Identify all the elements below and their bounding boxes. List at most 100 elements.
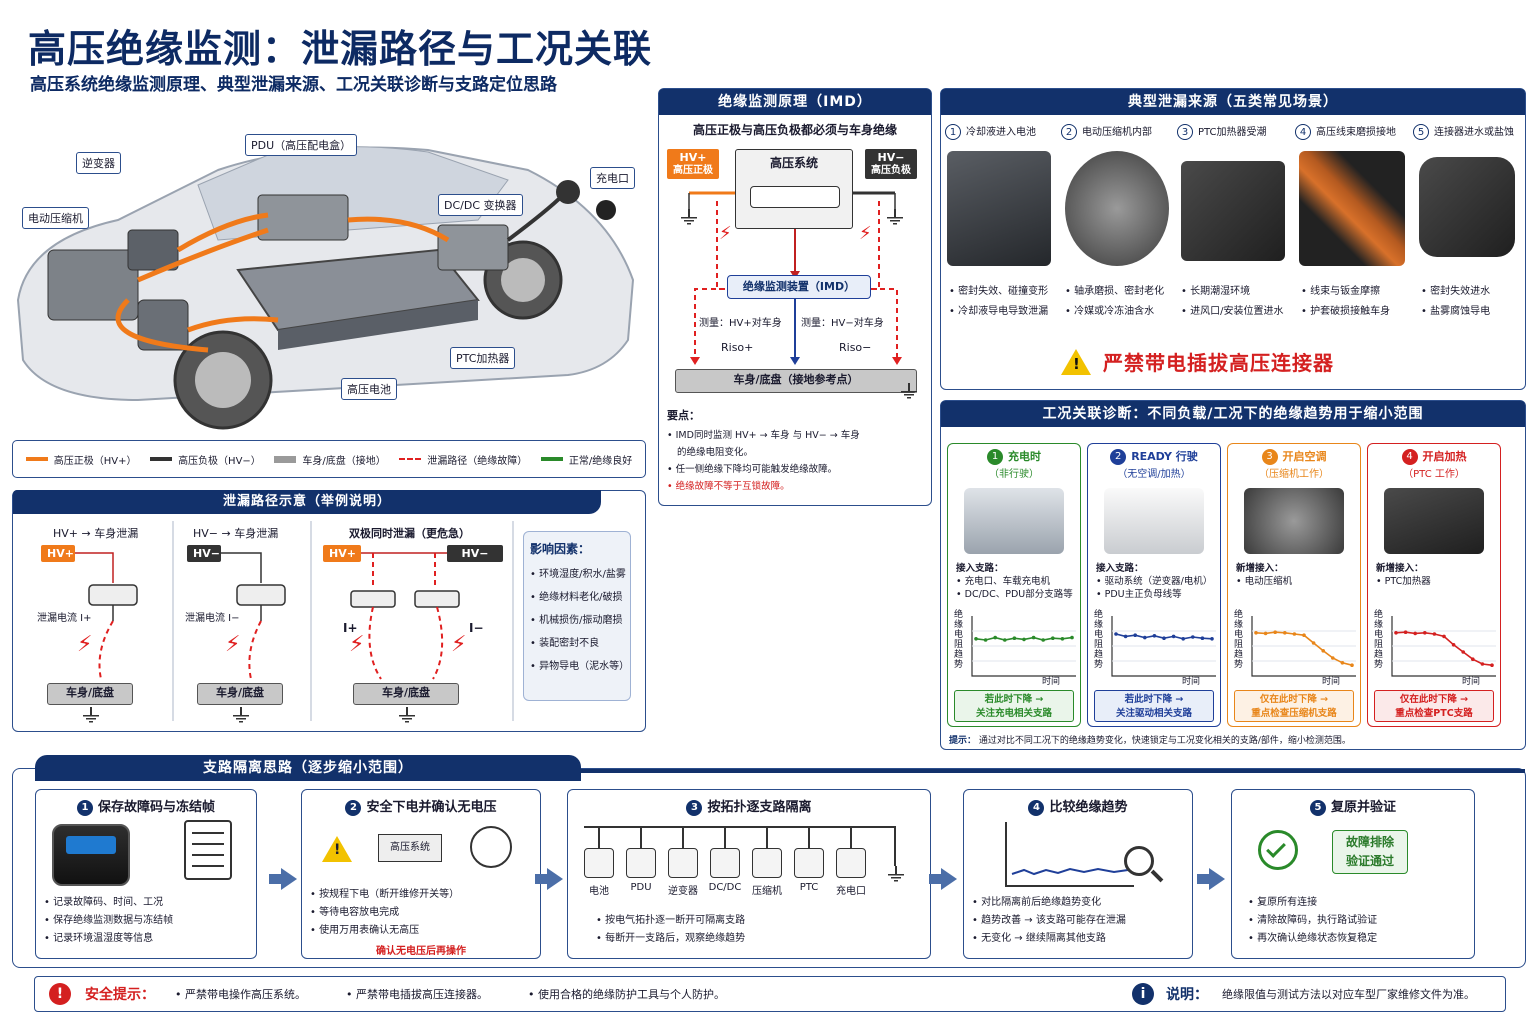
condition-note: 若此时下降 →关注驱动相关支路 <box>1094 690 1214 722</box>
hv-warning: ! 严禁带电插拔高压连接器 <box>1061 347 1334 376</box>
imd-chassis-bar: 车身/底盘（接地参考点） <box>675 369 917 393</box>
topo-node-icon <box>752 848 782 878</box>
ground-symbol <box>83 707 99 725</box>
condition-image <box>1104 488 1204 554</box>
chart-point <box>1263 631 1268 636</box>
condition-note: 若此时下降 →关注充电相关支路 <box>954 690 1074 722</box>
alert-icon: ! <box>49 983 71 1005</box>
chart-point <box>1171 634 1176 639</box>
hv-plus-chip: HV+ <box>323 545 361 562</box>
chart-point <box>1051 636 1055 640</box>
verified-badge: 故障排除验证通过 <box>1332 830 1408 874</box>
imd-device-box: 绝缘监测装置（IMD） <box>727 275 871 299</box>
trend-chart <box>1111 616 1216 677</box>
trend-sketch <box>1005 822 1134 887</box>
chart-point <box>1311 641 1316 645</box>
ground-symbol <box>901 383 917 401</box>
factors-box: 影响因素： • 环境湿度/积水/盐雾 • 绝缘材料老化/破损 • 机械损伤/振动… <box>523 531 631 701</box>
label-inverter: 逆变器 <box>76 152 121 174</box>
chart-axis <box>1391 616 1496 677</box>
chart-point <box>1283 631 1287 635</box>
step-arrow <box>535 868 563 890</box>
hv-plus-chip: HV+高压正极 <box>667 149 719 179</box>
chart-xlabel: 时间 <box>1322 677 1341 687</box>
chart-point <box>1041 638 1045 642</box>
chart-point <box>1123 634 1128 639</box>
svg-text:⚡: ⚡ <box>451 632 466 657</box>
topo-node-label: PTC <box>799 882 819 893</box>
topo-branch <box>598 826 600 848</box>
chart-point <box>1340 661 1345 665</box>
topo-node-icon <box>668 848 698 878</box>
clipboard-icon <box>184 820 232 880</box>
ground-symbol <box>233 707 249 725</box>
topo-branch <box>640 826 642 848</box>
leak-path-wiring: ⚡ ⚡ ⚡ ⚡ <box>75 521 514 721</box>
topo-node-label: 逆变器 <box>668 886 698 897</box>
case2-title: HV− → 车身泄漏 <box>193 527 279 540</box>
voltmeter-icon <box>470 826 512 868</box>
topo-node-icon <box>794 848 824 878</box>
chart-point <box>1442 634 1446 639</box>
ground-symbol <box>887 209 903 227</box>
case2-chassis: 车身/底盘 <box>197 683 283 705</box>
hv-system-box: 高压系统 <box>378 834 442 862</box>
topo-node-icon <box>626 848 656 878</box>
step2-emphasis: 确认无电压后再操作 <box>376 946 466 957</box>
topo-node-label: 电池 <box>589 886 609 897</box>
chart-point <box>1181 637 1185 641</box>
chart-point <box>983 638 988 642</box>
step-arrow <box>269 868 297 890</box>
svg-text:⚡: ⚡ <box>349 632 364 657</box>
trend-chart <box>1391 616 1496 677</box>
measure-left: 测量：HV+对车身 <box>699 318 782 329</box>
chart-point <box>1331 656 1335 660</box>
trend-chart <box>971 616 1076 677</box>
chart-point <box>974 637 978 641</box>
imd-title: 绝缘监测原理（IMD） <box>659 89 931 115</box>
chart-point <box>1432 632 1437 636</box>
condition-image <box>1244 488 1344 554</box>
chart-point <box>993 635 997 640</box>
chart-ylabel: 绝缘电阻趋势 <box>1374 610 1384 670</box>
chart-point <box>1292 632 1297 636</box>
topo-node-icon <box>836 848 866 878</box>
label-battery: 高压电池 <box>341 378 397 400</box>
magnifier-icon <box>1124 846 1154 876</box>
ground-symbol <box>681 209 697 227</box>
topo-node-label: 压缩机 <box>752 886 782 897</box>
chart-xlabel: 时间 <box>1182 677 1201 687</box>
legend-item: 车身/底盘（接地） <box>274 452 386 467</box>
case1-title: HV+ → 车身泄漏 <box>53 527 139 540</box>
topo-branch <box>766 826 768 848</box>
footer-bar: ! 安全提示： • 严禁带电操作高压系统。 • 严禁带电插拔高压连接器。 • 使… <box>34 976 1506 1012</box>
case1-current: 泄漏电流 I+ <box>37 613 92 624</box>
chart-ylabel: 绝缘电阻趋势 <box>1234 610 1244 670</box>
info-icon: i <box>1132 983 1154 1005</box>
conditions-title: 工况关联诊断：不同负载/工况下的绝缘趋势用于缩小范围 <box>941 401 1525 427</box>
harness-image <box>1299 151 1405 266</box>
legend: 高压正极（HV+） 高压负极（HV−） 车身/底盘（接地） 泄漏路径（绝缘故障）… <box>12 440 646 478</box>
condition-note: 仅在此时下降 →重点检查PTC支路 <box>1374 690 1494 722</box>
imd-points: • IMD同时监测 HV+ → 车身 与 HV− → 车身 的绝缘电阻变化。 •… <box>667 430 860 492</box>
chart-point <box>1403 630 1408 634</box>
page-title: 高压绝缘监测：泄漏路径与工况关联 <box>28 27 653 71</box>
chart-point <box>1200 636 1205 640</box>
topo-node-label: PDU <box>630 882 652 893</box>
case2-current: 泄漏电流 I− <box>185 613 240 624</box>
chart-point <box>1321 649 1325 653</box>
warning-icon: ! <box>322 836 352 862</box>
chart-point <box>1350 663 1354 667</box>
